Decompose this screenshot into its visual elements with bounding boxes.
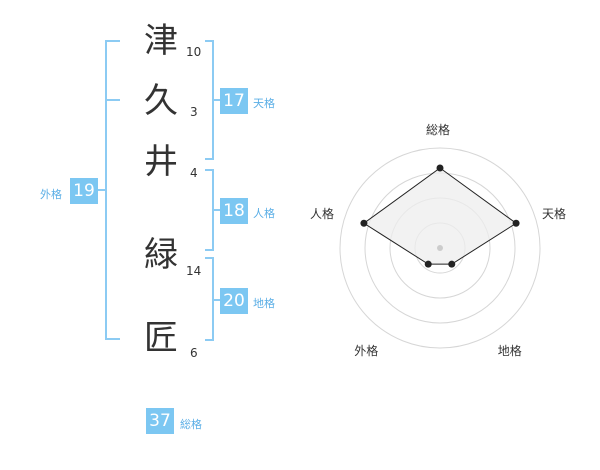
jinkaku-value: 18: [220, 198, 248, 224]
chikaku-label: 地格: [253, 297, 275, 310]
chikaku-value: 20: [220, 288, 248, 314]
radar-axis-label-2: 天格: [542, 207, 567, 222]
tenkaku-label: 天格: [253, 97, 275, 110]
stroke-count-5: 6: [190, 346, 198, 360]
jinkaku-label: 人格: [253, 207, 275, 220]
radar-axis-label-4: 外格: [354, 343, 379, 358]
radar-grid-ring-4: [339, 147, 541, 349]
radar-point-3: [448, 260, 456, 268]
radar-point-2: [512, 219, 520, 227]
name-char-3: 井: [144, 142, 178, 182]
radar-axis-label-1: 総格: [426, 123, 451, 137]
radar-point-1: [436, 164, 444, 172]
radar-axis-label-5: 人格: [309, 207, 334, 222]
name-char-2: 久: [144, 81, 178, 121]
stroke-count-3: 4: [190, 166, 198, 180]
stroke-count-2: 3: [190, 105, 198, 119]
radar-point-5: [360, 219, 368, 227]
name-char-1: 津: [144, 21, 178, 61]
radar-center-dot: [437, 245, 443, 251]
radar-axis-label-3: 地格: [497, 343, 522, 358]
name-char-5: 匠: [144, 318, 178, 358]
name-char-4: 緑: [144, 235, 178, 275]
stroke-count-1: 10: [186, 45, 202, 59]
soukaku-value: 37: [146, 408, 174, 434]
radar-point-4: [424, 260, 432, 268]
stroke-count-4: 14: [186, 264, 202, 278]
gaikaku-label: 外格: [40, 188, 62, 201]
gaikaku-value: 19: [70, 178, 98, 204]
soukaku-label: 総格: [180, 418, 202, 431]
tenkaku-value: 17: [220, 88, 248, 114]
radar-value-polygon: [363, 167, 517, 265]
